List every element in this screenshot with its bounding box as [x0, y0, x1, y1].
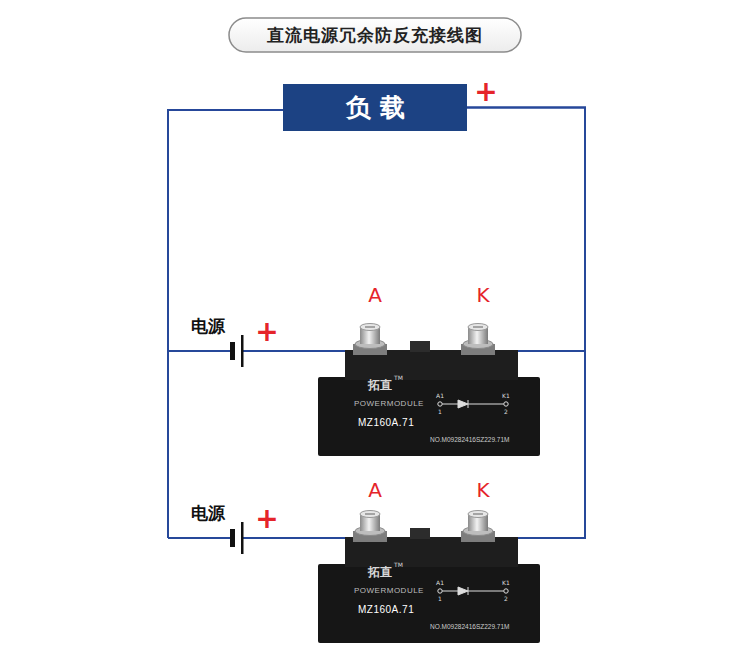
pin-number: 2 [504, 409, 508, 415]
module-rib [410, 528, 430, 539]
module-type: POWERMODULE [354, 400, 424, 408]
title-frame [229, 18, 521, 52]
pin-name: K1 [502, 393, 510, 399]
polarity-mark: + [255, 318, 278, 346]
module-type: POWERMODULE [354, 587, 424, 595]
diode-triangle [458, 587, 468, 595]
model-number: MZ160A.71 [358, 605, 414, 615]
negative-wire [168, 110, 283, 538]
positive-wire [467, 108, 585, 539]
module-rib [410, 341, 430, 352]
model-number: MZ160A.71 [358, 418, 414, 428]
positive-wire [243, 350, 318, 352]
terminal-bolt-top [360, 511, 380, 518]
negative-branch [168, 537, 232, 539]
diode-module: 拓直TM POWERMODULE MZ160A.71NO.M09282416SZ22… [318, 322, 540, 457]
bolt-slot [365, 326, 375, 327]
module-body [318, 564, 540, 643]
polarity-mark: + [255, 505, 278, 533]
brand-mark: 拓直 [368, 379, 392, 391]
serial-number: NO.M09282416SZ229.71M [430, 437, 510, 444]
battery-symbol [230, 522, 244, 554]
load-label: 负载 [337, 95, 414, 120]
pin-name: A1 [436, 580, 444, 586]
pin-number: 2 [504, 596, 508, 602]
terminal-name: A [368, 285, 382, 305]
diode-symbol [438, 400, 508, 408]
diode-lead [468, 404, 504, 405]
load-box: 负载 [283, 84, 467, 131]
diode-module: 拓直TM POWERMODULE MZ160A.71NO.M09282416SZ22… [318, 509, 540, 644]
diode-symbol [438, 587, 508, 595]
diode-lead [442, 591, 458, 592]
brand-mark: 拓直 [368, 566, 392, 578]
diode-triangle [458, 400, 468, 408]
battery-plate-long [241, 335, 244, 367]
pin-circle [438, 589, 442, 593]
bolt-slot [365, 513, 375, 514]
pin-circle [504, 402, 508, 406]
positive-wire [467, 108, 585, 352]
bolt-slot [473, 326, 483, 327]
pin-circle [438, 402, 442, 406]
terminal-name: K [476, 480, 489, 500]
source-label: 电源 [191, 318, 225, 335]
pin-name: K1 [502, 580, 510, 586]
positive-wire [243, 537, 318, 539]
terminal-bolt-top [360, 324, 380, 331]
pin-name: A1 [436, 393, 444, 399]
pin-circle [504, 589, 508, 593]
diode-lead [442, 404, 458, 405]
terminal-bolt-top [468, 511, 488, 518]
source-label: 电源 [191, 505, 225, 522]
negative-branch [168, 350, 232, 352]
battery-plate-long [241, 522, 244, 554]
pin-number: 1 [438, 409, 442, 415]
battery-symbol [230, 335, 244, 367]
trademark: TM [394, 562, 403, 568]
diagram-title: 直流电源冗余防反充接线图 [229, 18, 521, 52]
bolt-slot [473, 513, 483, 514]
terminal-name: A [368, 480, 382, 500]
trademark: TM [394, 375, 403, 381]
serial-number: NO.M09282416SZ229.71M [430, 624, 510, 631]
battery-plate-short [230, 529, 235, 547]
diode-lead [468, 591, 504, 592]
wires [168, 110, 318, 538]
polarity-mark: + [474, 78, 497, 106]
pin-number: 1 [438, 596, 442, 602]
terminal-bolt-top [468, 324, 488, 331]
terminal-name: K [476, 285, 489, 305]
module-body [318, 377, 540, 456]
battery-plate-short [230, 342, 235, 360]
